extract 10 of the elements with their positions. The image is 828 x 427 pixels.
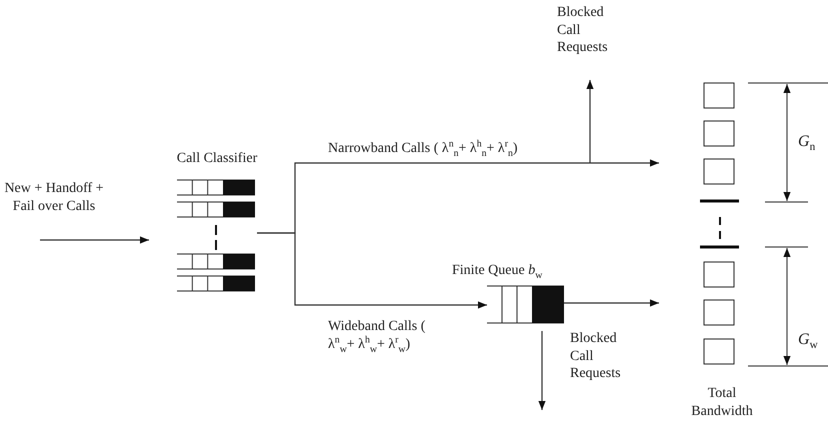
- node-title: Call Classifier: [176, 150, 258, 168]
- arrow: [564, 299, 659, 307]
- arrow: [257, 232, 487, 309]
- arrow: [538, 331, 546, 410]
- edge-label: Narrowband Calls ( λ$^{n}$$_{n}$+ λ$^{h}$$_{n}$+ λ$^{r}$$_{n}$): [328, 140, 518, 158]
- arrow: [586, 80, 594, 163]
- output-label: Blocked Call Requests: [557, 4, 609, 56]
- arrow: [40, 236, 149, 244]
- node-title: Total Bandwidth: [690, 385, 754, 420]
- node-title: Finite Queue b$_{w}$: [452, 262, 544, 280]
